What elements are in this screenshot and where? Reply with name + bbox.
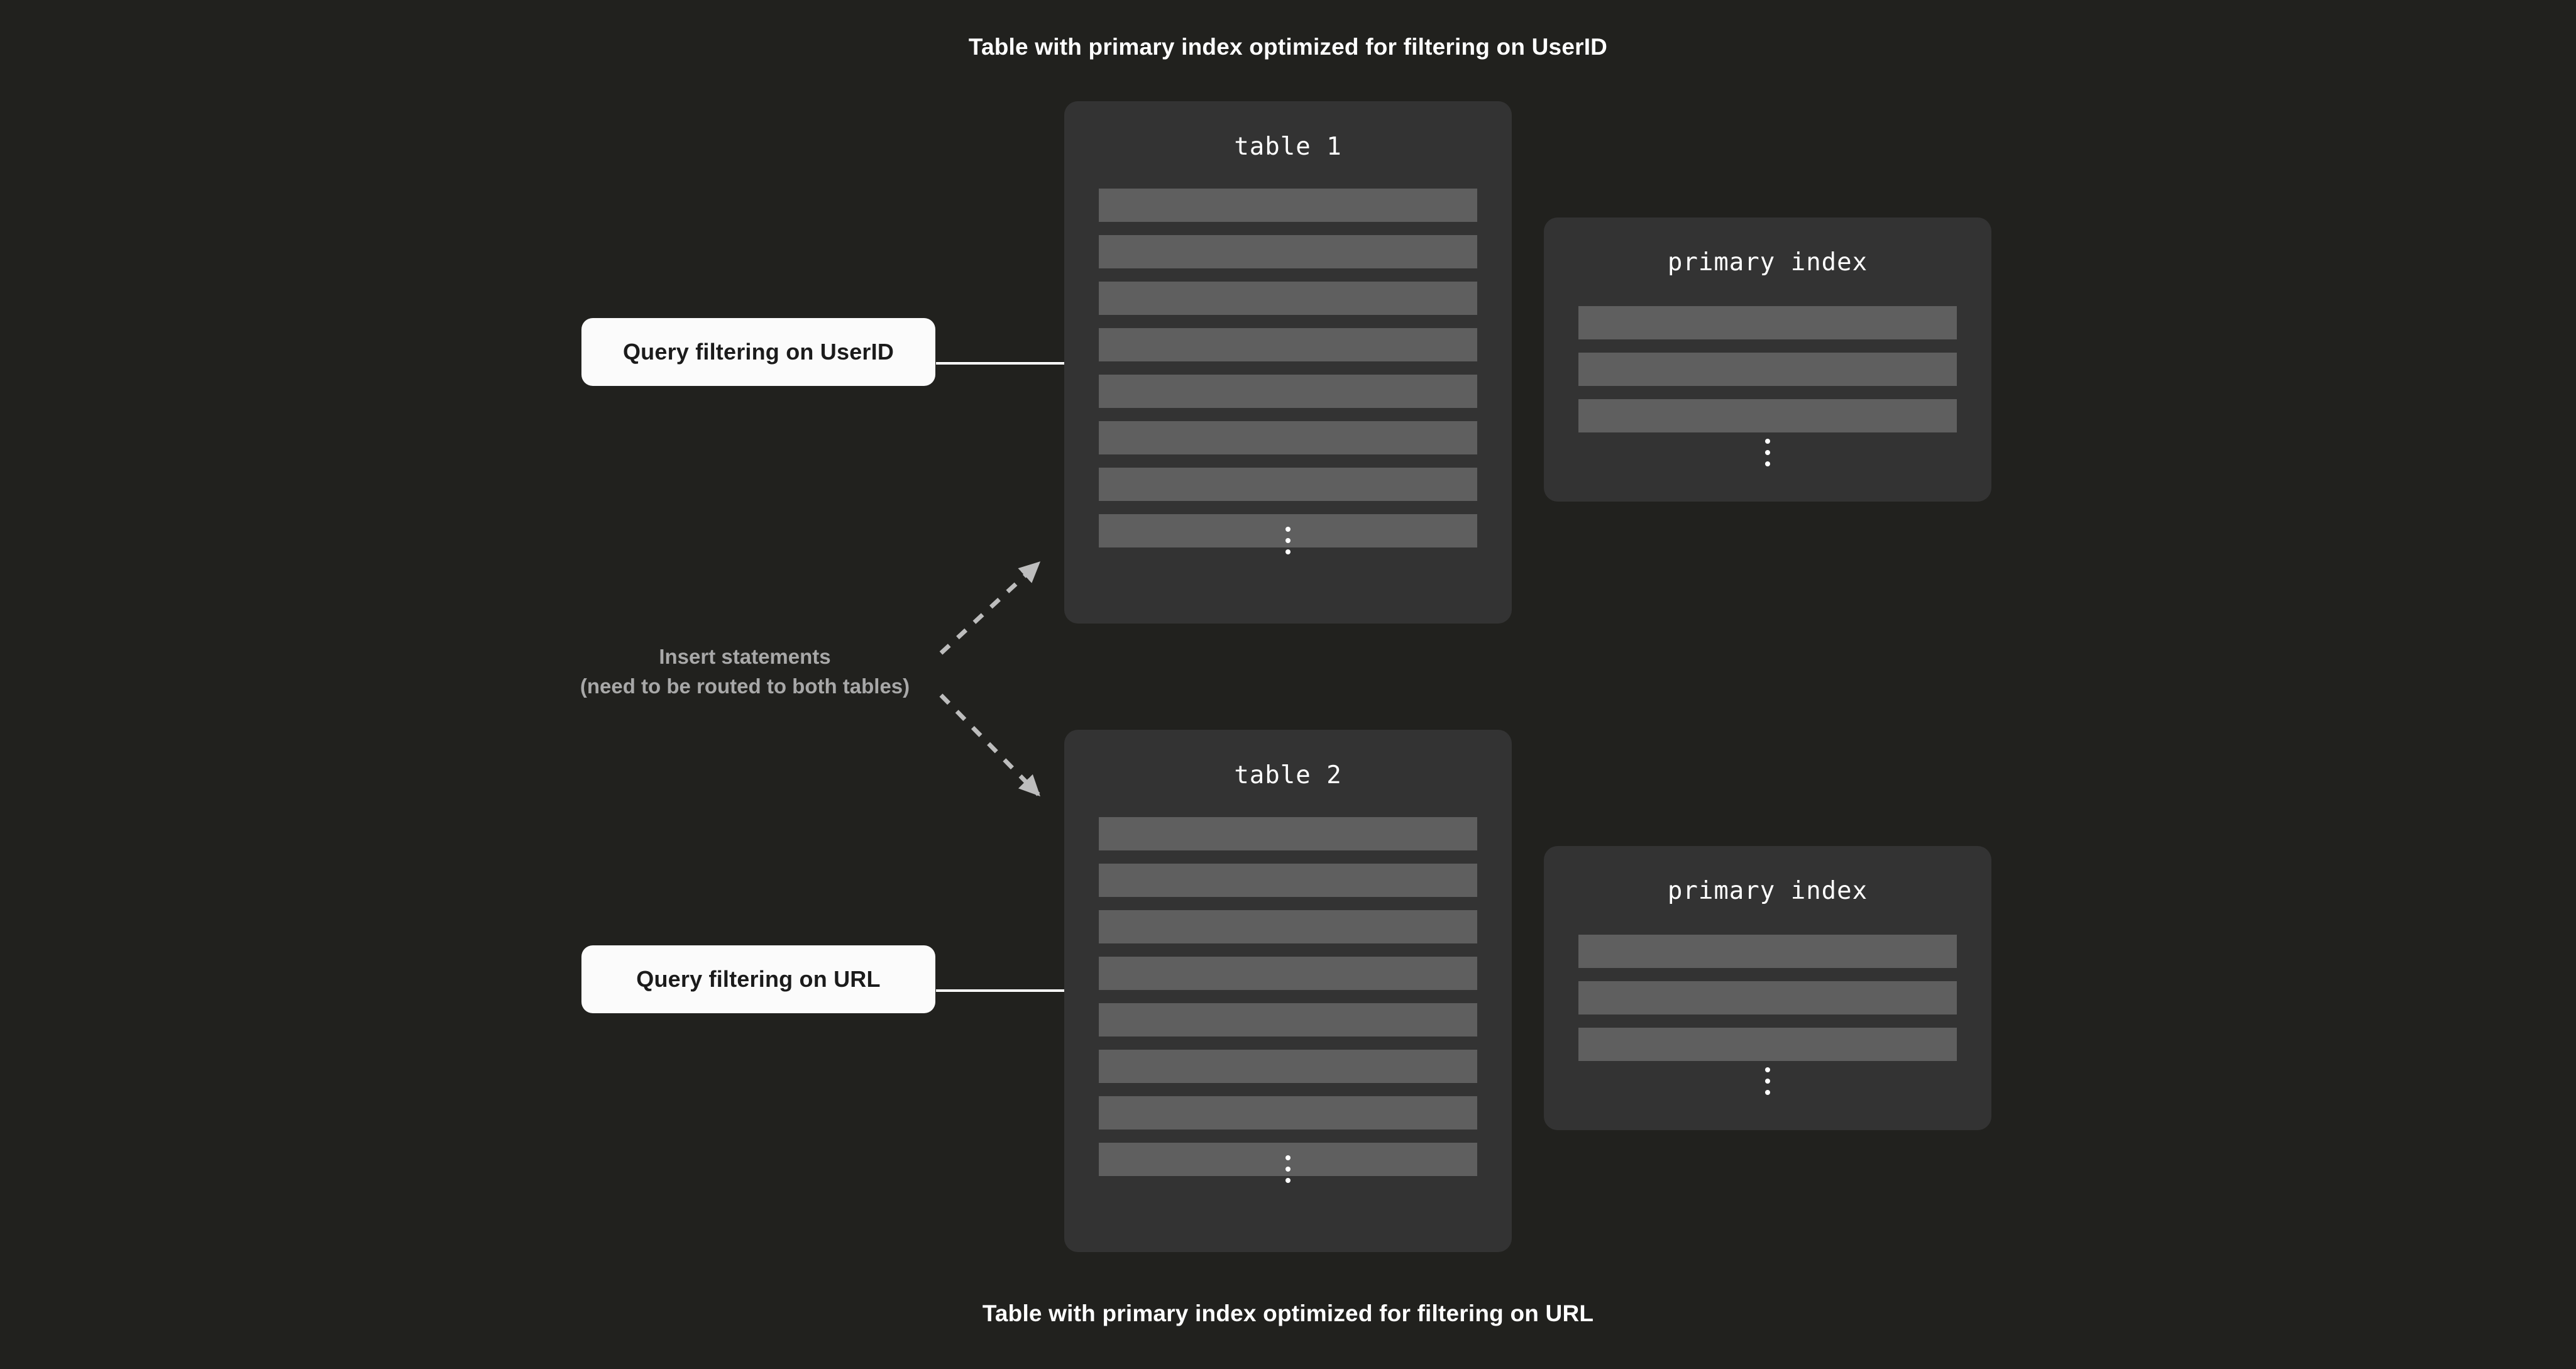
insert-to-table2-arrow <box>939 693 1040 796</box>
top-caption: Table with primary index optimized for f… <box>968 34 1608 60</box>
table-row <box>1099 328 1477 361</box>
index-row <box>1578 353 1957 386</box>
primary-index-1-rows <box>1544 306 1991 446</box>
table-row <box>1099 910 1477 943</box>
bottom-caption: Table with primary index optimized for f… <box>982 1300 1594 1326</box>
insert-statements-line-2: (need to be routed to both tables) <box>580 674 910 698</box>
table-row <box>1099 1050 1477 1083</box>
table-row <box>1099 282 1477 315</box>
table-row <box>1099 864 1477 897</box>
table-row <box>1099 468 1477 501</box>
table-2-title: table 2 <box>1234 761 1342 789</box>
table-row <box>1099 957 1477 990</box>
table-2-rows <box>1064 817 1512 1189</box>
table-1-card: table 1 <box>1064 101 1512 624</box>
table-row <box>1099 421 1477 454</box>
table-row <box>1099 1003 1477 1036</box>
primary-index-2-rows <box>1544 935 1991 1074</box>
insert-statements-line-1: Insert statements <box>659 645 831 668</box>
table-2-card: table 2 <box>1064 730 1512 1252</box>
table-row <box>1099 817 1477 850</box>
index-row <box>1578 306 1957 339</box>
table-row <box>1099 189 1477 222</box>
vertical-ellipsis-icon <box>1544 1067 1991 1095</box>
table-row <box>1099 375 1477 408</box>
index-row <box>1578 981 1957 1014</box>
vertical-ellipsis-icon <box>1064 527 1512 554</box>
index-row <box>1578 1028 1957 1061</box>
vertical-ellipsis-icon <box>1064 1155 1512 1183</box>
table-1-rows <box>1064 189 1512 561</box>
index-row <box>1578 399 1957 432</box>
index-row <box>1578 935 1957 968</box>
table-row <box>1099 235 1477 268</box>
table-row <box>1099 1096 1477 1130</box>
primary-index-2-card: primary index <box>1544 846 1991 1130</box>
vertical-ellipsis-icon <box>1544 439 1991 466</box>
query-filtering-on-url-box[interactable]: Query filtering on URL <box>581 945 935 1013</box>
table-1-title: table 1 <box>1234 133 1342 161</box>
primary-index-2-title: primary index <box>1667 877 1868 905</box>
insert-statements-label: Insert statements (need to be routed to … <box>522 642 968 701</box>
primary-index-1-title: primary index <box>1667 248 1868 277</box>
primary-index-1-card: primary index <box>1544 217 1991 502</box>
query-filtering-on-userid-box[interactable]: Query filtering on UserID <box>581 318 935 386</box>
insert-to-table1-arrow <box>939 561 1041 655</box>
